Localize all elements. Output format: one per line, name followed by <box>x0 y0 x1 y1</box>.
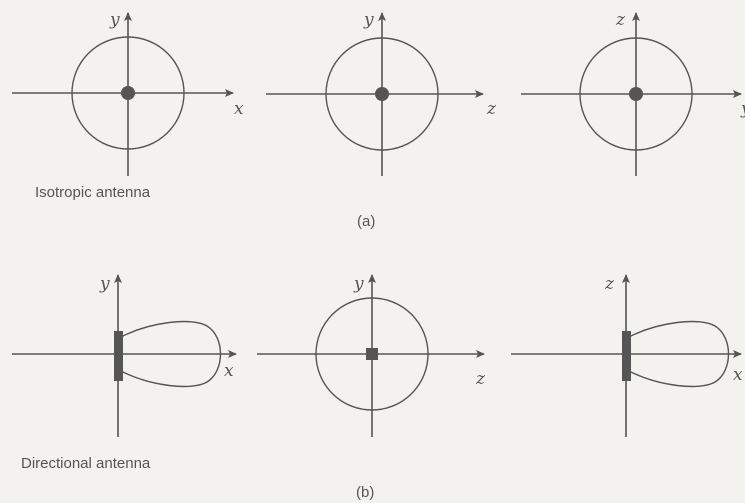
vertical-axis-label: y <box>353 274 364 294</box>
vertical-axis-label: z <box>604 274 615 294</box>
isotropic-pattern-zy: z y <box>521 10 745 176</box>
horizontal-axis-label: y <box>740 99 745 119</box>
vertical-axis-label: y <box>363 10 374 30</box>
horizontal-axis-label: x <box>224 361 234 381</box>
radiation-pattern-circle <box>325 37 439 151</box>
horizontal-axis-label: x <box>733 365 743 385</box>
directional-pattern-yz: y z <box>257 274 486 437</box>
radiation-lobe <box>628 320 730 388</box>
vertical-axis-label: z <box>615 10 626 30</box>
radiation-pattern-circle <box>579 37 693 151</box>
antenna-dot <box>375 87 389 101</box>
antenna-dot <box>629 87 643 101</box>
isotropic-pattern-yz: y z <box>266 10 497 176</box>
vertical-axis-label: y <box>109 10 120 30</box>
antenna-square <box>366 348 378 360</box>
part-a-label: (a) <box>357 213 375 230</box>
radiation-pattern-circle <box>315 297 429 411</box>
isotropic-pattern-xy: y x <box>12 10 244 176</box>
radiation-pattern-circle <box>71 36 185 150</box>
vertical-axis-label: y <box>99 274 110 294</box>
horizontal-axis-label: z <box>475 369 486 389</box>
antenna-bar <box>622 331 631 381</box>
antenna-dot <box>121 86 135 100</box>
directional-pattern-xy: y x <box>12 274 237 437</box>
isotropic-caption: Isotropic antenna <box>35 184 151 201</box>
part-b-label: (b) <box>356 484 374 501</box>
directional-pattern-zx: z x <box>511 274 743 437</box>
horizontal-axis-label: x <box>234 99 244 119</box>
antenna-bar <box>114 331 123 381</box>
horizontal-axis-label: z <box>486 99 497 119</box>
directional-caption: Directional antenna <box>21 455 151 472</box>
radiation-lobe <box>120 320 222 388</box>
